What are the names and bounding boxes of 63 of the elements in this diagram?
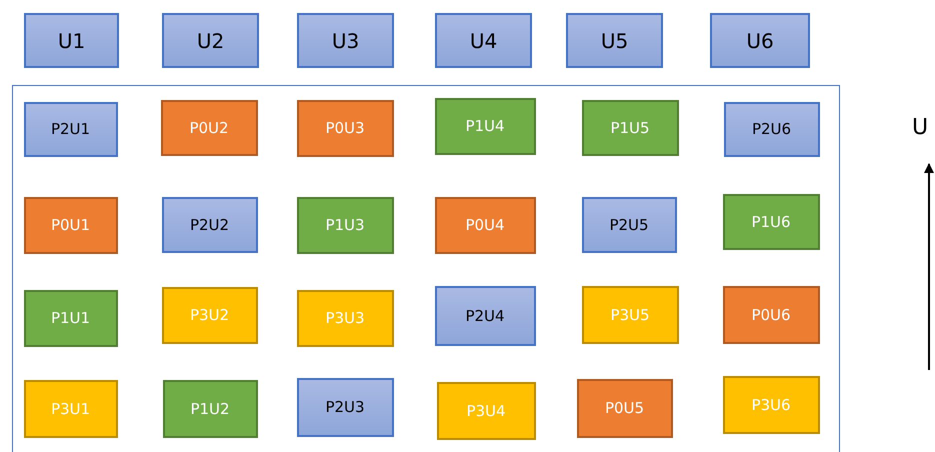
- unit-box: [434, 286, 536, 346]
- box-label: U1: [58, 28, 86, 52]
- box-label: P0U6: [751, 306, 791, 324]
- box-label: P2U3: [325, 398, 365, 416]
- box-label: P1U4: [465, 117, 505, 135]
- box-label: U5: [600, 28, 628, 52]
- unit-box: [162, 13, 259, 68]
- box-label: P2U1: [50, 120, 90, 138]
- box-label: U4: [470, 28, 498, 52]
- unit-box: [576, 378, 672, 438]
- box-label: P2U5: [609, 216, 649, 234]
- box-label: P3U4: [466, 402, 506, 420]
- box-label: P3U1: [50, 400, 90, 418]
- unit-box: [24, 290, 118, 346]
- unit-box: [297, 13, 394, 68]
- box-label: P1U6: [751, 212, 791, 230]
- box-label: P0U3: [325, 119, 365, 137]
- box-label: P1U2: [190, 400, 230, 418]
- unit-box: [296, 100, 394, 156]
- unit-box: [160, 100, 258, 156]
- unit-box: [722, 194, 820, 250]
- unit-box: [722, 376, 820, 434]
- box-label: U2: [196, 28, 224, 52]
- box-label: P0U2: [189, 118, 229, 136]
- box-label: P3U6: [751, 396, 791, 414]
- box-label: U3: [332, 28, 360, 52]
- unit-box: [724, 102, 820, 156]
- unit-box: [296, 290, 394, 346]
- box-label: P3U5: [610, 306, 650, 324]
- unit-box: [24, 13, 119, 68]
- box-label: P1U1: [50, 309, 90, 327]
- box-label: P2U4: [465, 306, 505, 324]
- box-label: U6: [746, 28, 774, 52]
- axis-label: U: [912, 114, 928, 140]
- unit-box: [434, 98, 536, 154]
- unit-box: [24, 102, 118, 156]
- unit-box: [296, 196, 394, 254]
- unit-box: [434, 196, 536, 254]
- box-label: P2U2: [190, 216, 230, 234]
- box-label: P3U2: [190, 306, 230, 324]
- box-label: P0U5: [604, 399, 644, 417]
- unit-box: [296, 378, 394, 436]
- unit-box: [582, 100, 678, 156]
- box-label: P1U5: [610, 118, 650, 136]
- box-label: P2U6: [752, 120, 792, 138]
- box-label: P3U3: [325, 309, 365, 327]
- unit-box: [24, 196, 118, 254]
- unit-box: [162, 196, 258, 252]
- unit-box: [436, 382, 536, 440]
- box-label: P0U4: [465, 216, 505, 234]
- unit-box: [24, 380, 118, 438]
- unit-box: [582, 196, 676, 252]
- arrow: [924, 163, 934, 370]
- box-label: P1U3: [325, 216, 365, 234]
- unit-box: [722, 286, 820, 344]
- unit-box: [710, 13, 810, 68]
- unit-box: [162, 286, 258, 344]
- unit-box: [435, 13, 532, 68]
- box-label: P0U1: [50, 216, 90, 234]
- container-frame: [12, 85, 840, 452]
- unit-box: [566, 13, 663, 68]
- unit-box: [162, 380, 258, 438]
- unit-box: [582, 286, 678, 344]
